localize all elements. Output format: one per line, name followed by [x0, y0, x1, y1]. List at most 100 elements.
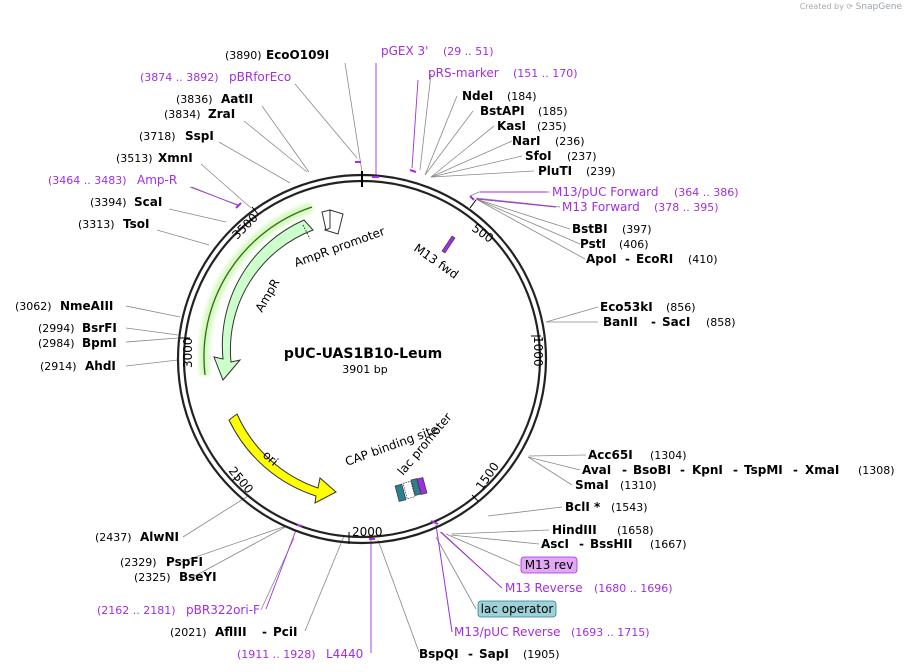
lac-region-features[interactable]: CAP binding site lac promoter	[343, 410, 455, 502]
nmeaiii-name[interactable]: NmeAIII	[60, 299, 113, 313]
nmeaiii-pos: (3062)	[15, 300, 52, 313]
m13-fwd-label: M13 fwd	[411, 241, 461, 282]
bsrfi-pos: (2994)	[38, 322, 75, 335]
pspfi-name[interactable]: PspFI	[166, 555, 203, 569]
ampr-label: AmpR	[252, 276, 282, 314]
xmai-name[interactable]: XmaI	[805, 463, 839, 477]
tick-3000: 3000	[181, 337, 195, 368]
m13puc-rev-range: (1693 .. 1715)	[571, 626, 650, 639]
prsmarker-name[interactable]: pRS-marker	[428, 66, 499, 80]
avai-sep-3: -	[733, 463, 738, 477]
pbrforeco-name[interactable]: pBRforEco	[229, 70, 291, 84]
prsmarker-range: (151 .. 170)	[513, 67, 578, 80]
m13-fwd-feature[interactable]: M13 fwd	[411, 235, 461, 282]
eco53ki-name[interactable]: Eco53kI	[600, 300, 653, 314]
l4440-name[interactable]: L4440	[326, 647, 363, 661]
asci-name[interactable]: AscI	[541, 537, 569, 551]
bspqi-sep: -	[468, 647, 473, 661]
pbr322ori-name[interactable]: pBR322ori-F	[186, 603, 260, 617]
avai-sep-2: -	[680, 463, 685, 477]
bseyi-name[interactable]: BseYI	[179, 570, 217, 584]
m13-rev-feature-box[interactable]: M13 rev	[520, 556, 578, 574]
credit-prefix: Created by	[799, 2, 844, 11]
apoi-name[interactable]: ApoI	[586, 252, 617, 266]
smai-name[interactable]: SmaI	[575, 478, 609, 492]
m13puc-fwd-name[interactable]: M13/pUC Forward	[552, 185, 659, 199]
primer-site-marks	[235, 161, 475, 540]
bsobi-name[interactable]: BsoBI	[633, 463, 671, 477]
bsshii-name[interactable]: BssHII	[590, 537, 632, 551]
kasi-name[interactable]: KasI	[497, 119, 526, 133]
bstbi-name[interactable]: BstBI	[572, 222, 608, 236]
sspi-pos: (3718)	[139, 130, 176, 143]
scai-name[interactable]: ScaI	[134, 195, 162, 209]
bcli-name[interactable]: BclI *	[565, 500, 601, 514]
m13puc-rev-name[interactable]: M13/pUC Reverse	[454, 625, 561, 639]
bcli-pos: (1543)	[611, 501, 648, 514]
bspqi-pos: (1905)	[523, 648, 560, 661]
ecoo109i-pos: (3890)	[225, 49, 262, 62]
credit-brand: SnapGene	[855, 2, 902, 12]
nari-name[interactable]: NarI	[512, 134, 541, 148]
acc65i-name[interactable]: Acc65I	[588, 448, 633, 462]
m13puc-fwd-range: (364 .. 386)	[674, 186, 739, 199]
pbrforeco-range: (3874 .. 3892)	[140, 71, 219, 84]
plasmid-backbone	[176, 171, 548, 545]
pluti-name[interactable]: PluTI	[538, 164, 572, 178]
ampr-primer-range: (3464 .. 3483)	[48, 174, 127, 187]
sapi-name[interactable]: SapI	[479, 647, 509, 661]
apoi-pos: (410)	[688, 253, 718, 266]
avai-sep-1: -	[622, 463, 627, 477]
ecoo109i-name[interactable]: EcoO109I	[266, 48, 329, 62]
bpmi-name[interactable]: BpmI	[82, 336, 117, 350]
avai-group[interactable]: AvaI - BsoBI - KpnI - TspMI - XmaI (1308…	[582, 463, 895, 477]
ecori-name[interactable]: EcoRI	[636, 252, 673, 266]
zrai-name[interactable]: ZraI	[208, 107, 235, 121]
avai-name[interactable]: AvaI	[582, 463, 611, 477]
afliii-sep: -	[262, 625, 267, 639]
ahdi-name[interactable]: AhdI	[85, 359, 116, 373]
plasmid-name: pUC-UAS1B10-Leum	[284, 346, 442, 362]
sspi-name[interactable]: SspI	[185, 129, 214, 143]
m13-rev-box-label: M13 rev	[525, 558, 574, 572]
lac-operator-box-label: lac operator	[481, 602, 554, 616]
afliii-pos: (2021)	[170, 626, 207, 639]
afliii-name[interactable]: AflIII	[215, 625, 247, 639]
tsoi-pos: (3313)	[78, 218, 115, 231]
tick-2000: 2000	[352, 525, 383, 539]
m13-forward-name[interactable]: M13 Forward	[562, 200, 640, 214]
bpmi-pos: (2984)	[38, 337, 75, 350]
lac-operator-feature-box[interactable]: lac operator	[477, 600, 557, 618]
pcii-name[interactable]: PciI	[273, 625, 298, 639]
pgex3-range: (29 .. 51)	[443, 45, 494, 58]
banii-name[interactable]: BanII	[603, 315, 638, 329]
ori-feature[interactable]: ori	[228, 413, 337, 504]
tick-1000: 1000	[531, 336, 545, 367]
tick-500: 500	[469, 221, 496, 246]
m13-reverse-name[interactable]: M13 Reverse	[505, 581, 583, 595]
bstapi-name[interactable]: BstAPI	[480, 104, 525, 118]
tsoi-name[interactable]: TsoI	[123, 217, 149, 231]
pgex3-name[interactable]: pGEX 3'	[381, 44, 428, 58]
aatii-pos: (3836)	[176, 93, 213, 106]
ampr-primer-name[interactable]: Amp-R	[137, 173, 177, 187]
saci-name[interactable]: SacI	[662, 315, 690, 329]
bspqi-name[interactable]: BspQI	[419, 647, 459, 661]
primer-lines	[189, 63, 557, 653]
avai-pos: (1308)	[858, 464, 895, 477]
bstbi-pos: (397)	[622, 223, 652, 236]
hindiii-name[interactable]: HindIII	[552, 523, 597, 537]
alwni-name[interactable]: AlwNI	[140, 530, 179, 544]
avai-sep-4: -	[793, 463, 798, 477]
sfoi-name[interactable]: SfoI	[525, 149, 552, 163]
psti-name[interactable]: PstI	[580, 237, 606, 251]
xmni-name[interactable]: XmnI	[158, 151, 193, 165]
ndei-name[interactable]: NdeI	[462, 89, 493, 103]
kasi-pos: (235)	[537, 120, 567, 133]
sfoi-pos: (237)	[567, 150, 597, 163]
bsrfi-name[interactable]: BsrFI	[82, 321, 117, 335]
tspmi-name[interactable]: TspMI	[744, 463, 783, 477]
aatii-name[interactable]: AatII	[221, 92, 253, 106]
kpni-name[interactable]: KpnI	[692, 463, 723, 477]
